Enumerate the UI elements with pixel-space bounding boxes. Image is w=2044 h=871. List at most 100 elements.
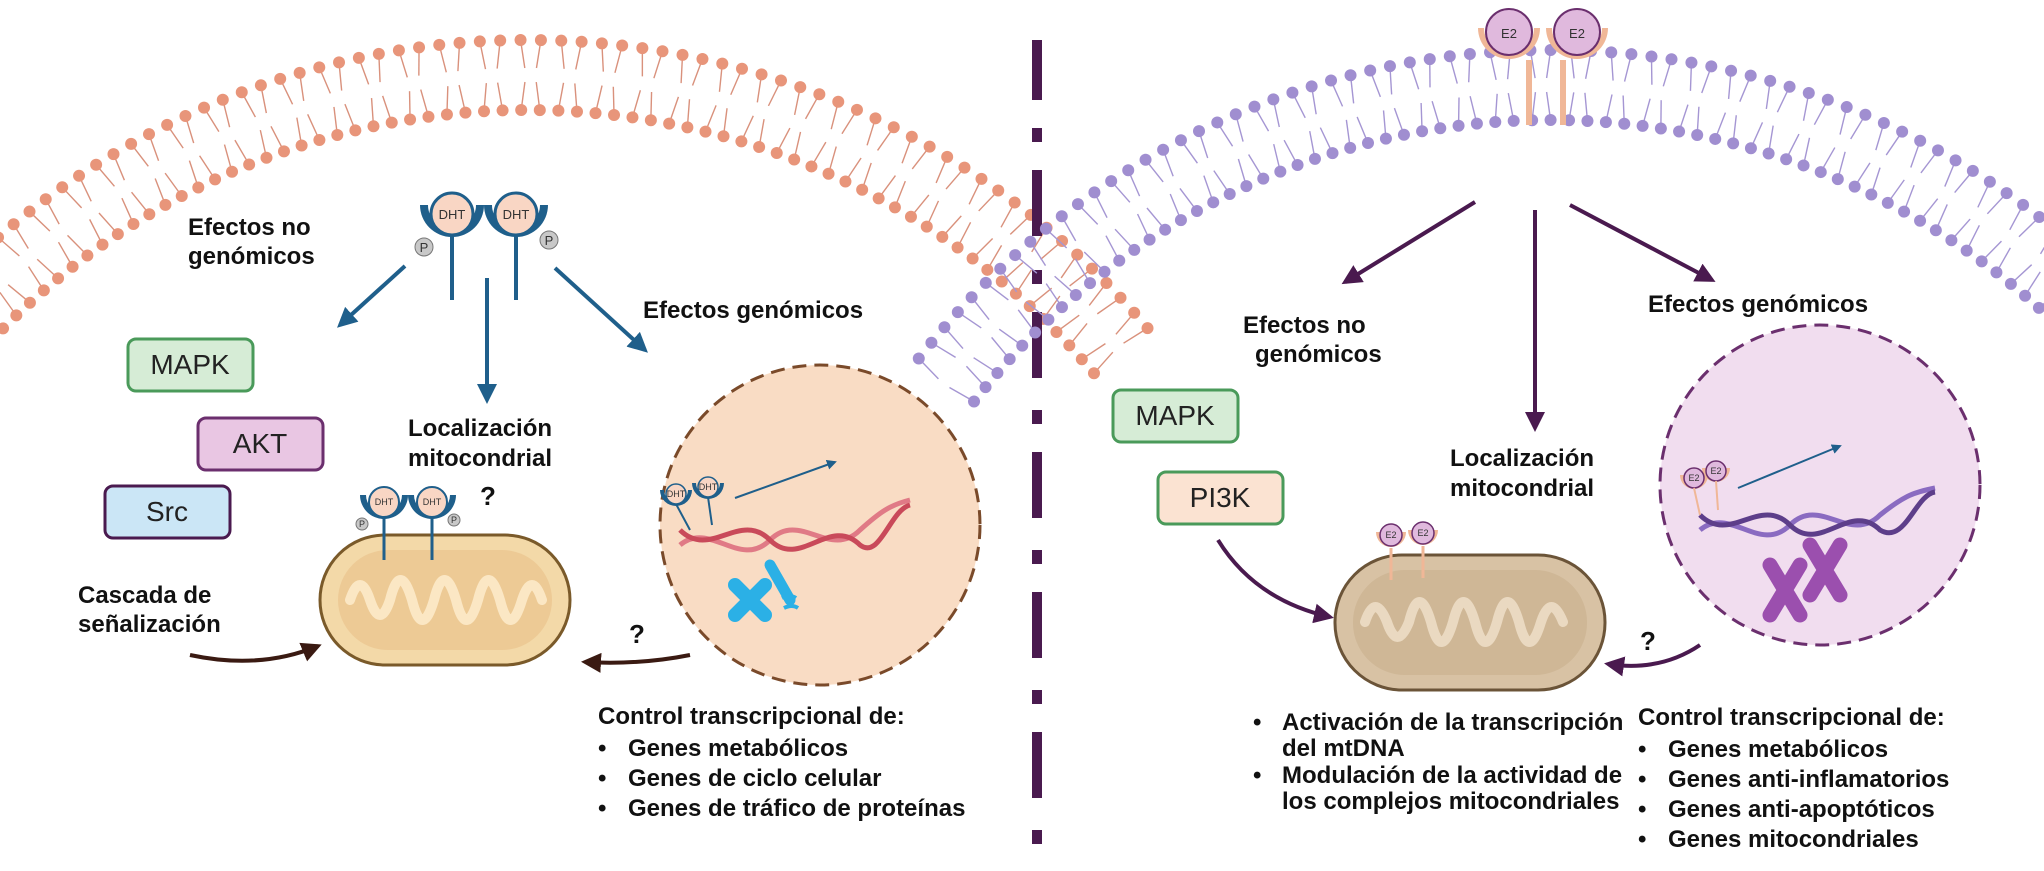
e2-label-1: E2 (1501, 26, 1517, 41)
lipid-head (1685, 56, 1698, 69)
lipid-head (1174, 214, 1187, 227)
lipid-head (1960, 244, 1973, 257)
lipid-tail (2039, 246, 2044, 255)
lipid-head (1023, 300, 1036, 313)
lipid-head (1470, 117, 1483, 130)
mito-phospho-label-2: P (451, 515, 457, 525)
non-genomic-label-line2: genómicos (188, 243, 315, 270)
lipid-head (869, 112, 882, 125)
dna-helix (1698, 485, 1936, 538)
arrow-non-genomic (1341, 200, 1477, 285)
lipid-head (1009, 249, 1022, 262)
dna-helix (678, 497, 912, 553)
lipid-head (1654, 122, 1667, 135)
svg-text:•: • (1253, 709, 1261, 736)
lipid-head (392, 44, 405, 57)
lipid-head (992, 184, 1005, 197)
lipid-head (644, 114, 657, 127)
lipid-head (755, 68, 768, 81)
arrow-non-genomic (337, 264, 407, 328)
lipid-head (1042, 313, 1055, 326)
lipid-head (1966, 164, 1979, 177)
mito-phospho-label-1: P (359, 519, 365, 529)
right-mitochondrion (1333, 553, 1607, 692)
lipid-head (735, 62, 748, 75)
lipid-head (555, 34, 568, 47)
lipid-head (2019, 289, 2032, 302)
lipid-head (1744, 69, 1757, 82)
lipid-head (656, 45, 669, 58)
mito-effects-list: • Activación de la transcripción del mtD… (1253, 709, 1623, 815)
left-membrane (0, 34, 1154, 380)
mito-loc-label-line1: Localización (1450, 445, 1594, 472)
lipid-head (1727, 137, 1740, 150)
list-item: Genes mitocondriales (1668, 826, 1919, 853)
lipid-head (936, 230, 949, 243)
lipid-head (1122, 164, 1135, 177)
lipid-head (663, 117, 676, 130)
lipid-head (1625, 48, 1638, 61)
lipid-head (1691, 128, 1704, 141)
lipid-head (1229, 108, 1242, 121)
lipid-head (142, 128, 155, 141)
pi3k-to-mito-arrow (1216, 538, 1334, 624)
right-membrane (912, 44, 2044, 408)
question-mark: ? (1640, 626, 1656, 656)
lipid-head (295, 139, 308, 152)
lipid-head (1267, 93, 1280, 106)
svg-text:•: • (598, 765, 606, 792)
lipid-head (1190, 205, 1203, 218)
lipid-head (494, 34, 507, 47)
src-box: Src (103, 484, 232, 540)
svg-text:•: • (598, 795, 606, 822)
lipid-head (1990, 266, 2003, 279)
lipid-head (1507, 114, 1520, 127)
lipid-head (1975, 255, 1988, 268)
svg-text:•: • (1638, 826, 1646, 853)
lipid-head (367, 120, 380, 133)
lipid-head (372, 47, 385, 60)
lipid-head (1193, 125, 1206, 138)
lipid-head (1931, 144, 1944, 157)
lipid-head (23, 205, 36, 218)
lipid-head (1240, 180, 1253, 193)
lipid-head (39, 193, 52, 206)
lipid-head (52, 272, 65, 285)
lipid-head (681, 121, 694, 134)
transcription-arrow (1737, 444, 1842, 489)
lipid-head (66, 260, 79, 273)
mapk-box: MAPK (126, 337, 255, 393)
lipid-head (1114, 291, 1127, 304)
lipid-head (699, 125, 712, 138)
lipid-head (958, 161, 971, 174)
lipid-head (735, 135, 748, 148)
lipid-head (1403, 56, 1416, 69)
lipid-head (331, 128, 344, 141)
lipid-head (23, 296, 36, 309)
lipid-head (1248, 100, 1261, 113)
lipid-head (920, 220, 933, 233)
lipid-head (1325, 74, 1338, 87)
lipid-head (1397, 128, 1410, 141)
lipid-head (1859, 108, 1872, 121)
svg-text:•: • (598, 735, 606, 762)
lipid-head (626, 111, 639, 124)
lipid-head (422, 110, 435, 123)
lipid-head (1709, 132, 1722, 145)
lipid-head (2000, 187, 2013, 200)
lipid-head (1877, 117, 1890, 130)
lipid-head (459, 106, 472, 119)
lipid-head (125, 137, 138, 150)
lipid-head (313, 134, 326, 147)
control-list: • Genes metabólicos • Genes anti-inflama… (1638, 736, 1949, 853)
lipid-head (90, 158, 103, 171)
lipid-head (0, 322, 10, 335)
lipid-head (904, 210, 917, 223)
dht-label-1: DHT (439, 207, 466, 222)
lipid-head (2032, 301, 2044, 314)
lipid-head (1783, 80, 1796, 93)
nucleus-dht-label-1: DHT (667, 489, 686, 499)
lipid-head (1050, 325, 1063, 338)
lipid-head (589, 107, 602, 120)
